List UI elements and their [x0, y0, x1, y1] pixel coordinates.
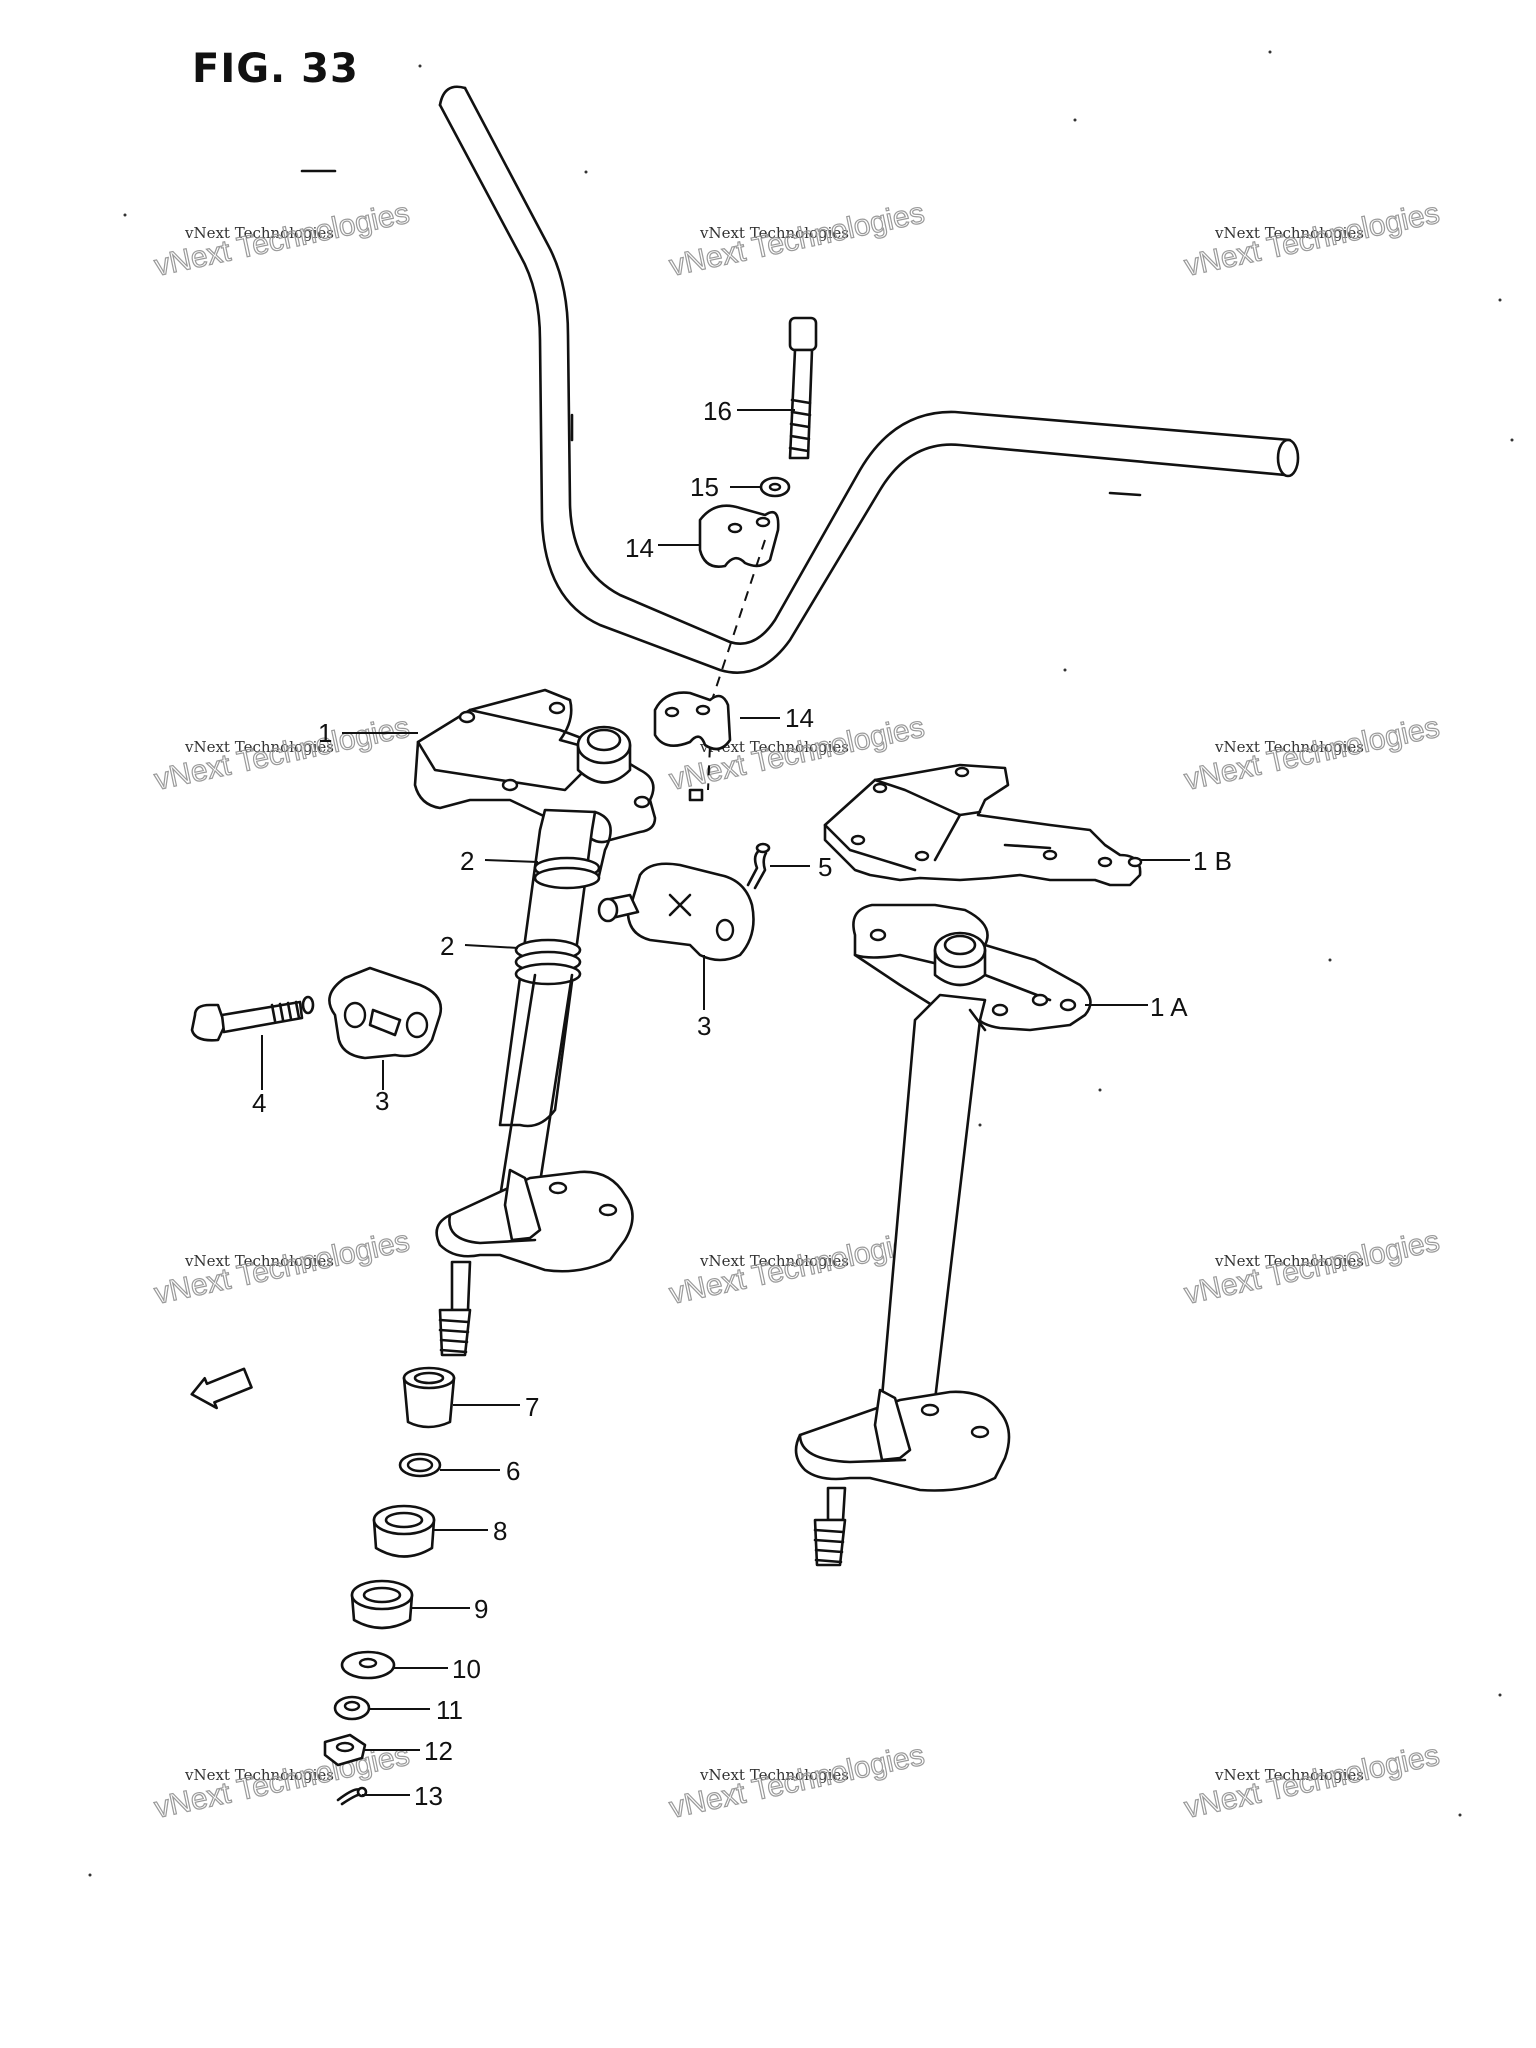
callout-1b: 1 B	[1193, 846, 1232, 876]
clamp-3-right	[597, 862, 755, 962]
callout-9: 9	[474, 1594, 488, 1624]
callout-14-upper: 14	[625, 533, 654, 563]
washer-hole	[768, 482, 782, 492]
bracket-1b	[823, 763, 1143, 887]
callout-15: 15	[690, 472, 719, 502]
callout-7: 7	[525, 1392, 539, 1422]
watermark-text: vNext Technologies	[184, 224, 334, 242]
callout-1a: 1 A	[1150, 992, 1188, 1022]
watermark-text: vNext Technologies	[699, 1766, 849, 1784]
bolt-4	[190, 995, 315, 1042]
watermark-text: vNext Technologies	[1214, 224, 1364, 242]
callout-12: 12	[424, 1736, 453, 1766]
scan-specks	[88, 50, 1514, 1877]
nut-12	[323, 1733, 367, 1767]
callout-16: 16	[703, 396, 732, 426]
clamp-3-left	[328, 966, 443, 1060]
callout-2-lower: 2	[440, 931, 454, 961]
callout-5: 5	[818, 852, 832, 882]
figure-title: FIG. 33	[192, 46, 359, 92]
callout-11: 11	[436, 1695, 463, 1725]
bolt-16	[788, 316, 818, 460]
bearing-9	[350, 1579, 414, 1630]
leader-lines	[261, 409, 1190, 1796]
bearing-8	[372, 1504, 436, 1558]
callout-13: 13	[414, 1781, 443, 1811]
handlebar-end	[1276, 438, 1300, 478]
watermark-text: vNext Technologies	[184, 1766, 334, 1784]
watermark-text: vNext Technologies	[184, 738, 334, 756]
cotter-pin-13	[336, 1786, 368, 1806]
bushing-2-lower	[514, 938, 582, 986]
watermark-text: vNext Technologies	[184, 1252, 334, 1270]
callout-2-upper: 2	[460, 846, 474, 876]
watermark-text: vNext Technologies	[1214, 738, 1364, 756]
steering-shaft-1	[413, 688, 704, 1357]
watermark-text: vNext Technologies	[699, 738, 849, 756]
handlebar-lower-holder	[653, 691, 732, 751]
washer-10-hole	[358, 1657, 378, 1669]
callout-1: 1	[318, 718, 332, 748]
callout-10: 10	[452, 1654, 481, 1684]
watermark-text: vNext Technologies	[699, 1252, 849, 1270]
washer-11-hole	[343, 1700, 361, 1712]
fwd-arrow-icon: FWD	[190, 1367, 253, 1410]
cotter-pin-5	[746, 842, 771, 890]
bushing-2-upper	[533, 856, 601, 890]
watermark-text: vNext Technologies	[1214, 1766, 1364, 1784]
callout-4: 4	[252, 1088, 266, 1118]
washer-6-hole	[406, 1457, 434, 1473]
bushing-7	[402, 1366, 456, 1429]
callout-8: 8	[493, 1516, 507, 1546]
callout-6: 6	[506, 1456, 520, 1486]
callout-3-right: 3	[697, 1011, 711, 1041]
callout-14-lower: 14	[785, 703, 814, 733]
watermark-text: vNext Technologies	[699, 224, 849, 242]
callout-3-left: 3	[375, 1086, 389, 1116]
callout-labels: 1 1 A 1 B 2 2 3 3 4 5 6 7 8 9 10 11 12 1…	[252, 396, 1232, 1811]
watermark-text: vNext Technologies	[1214, 1252, 1364, 1270]
steering-shaft-1a	[794, 903, 1092, 1567]
handlebar	[438, 85, 1300, 674]
handlebar-upper-holder	[698, 504, 780, 568]
